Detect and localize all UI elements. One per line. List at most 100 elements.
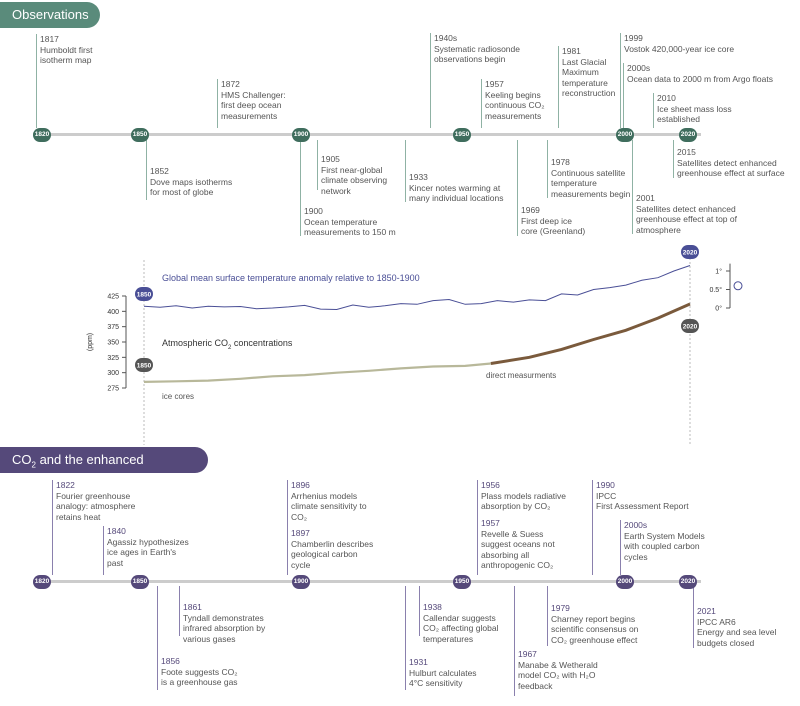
co2-above-event-connector bbox=[592, 480, 593, 575]
event-year: 1817 bbox=[40, 34, 59, 44]
event-year: 2021 bbox=[697, 606, 716, 616]
event-text: Keeling begins continuous CO₂ measuremen… bbox=[485, 89, 545, 121]
event-text: HMS Challenger: first deep ocean measure… bbox=[221, 89, 286, 121]
event-year: 2000s bbox=[627, 63, 651, 73]
obs-axis-node-1900: 1900 bbox=[292, 128, 310, 142]
event-text: Callendar suggests CO₂ affecting global … bbox=[423, 612, 499, 644]
ppm-tick-label-425: 425 bbox=[107, 294, 119, 301]
event-text: Earth System Models with coupled carbon … bbox=[624, 530, 705, 562]
co2-axis-node-2000: 2000 bbox=[616, 575, 634, 589]
co2-below-event-connector bbox=[157, 586, 158, 690]
event-text: Ocean data to 2000 m from Argo floats bbox=[627, 73, 773, 84]
event-year: 1969 bbox=[521, 205, 540, 215]
ppm-tick-label-350: 350 bbox=[107, 340, 119, 347]
temperature-series-label: Global mean surface temperature anomaly … bbox=[162, 273, 420, 283]
event-text: Ocean temperature measurements to 150 m bbox=[304, 216, 396, 238]
ppm-tick-label-275: 275 bbox=[107, 386, 119, 393]
obs-below-event-connector bbox=[317, 140, 318, 190]
event-year: 1990 bbox=[596, 480, 615, 490]
event-year: 2015 bbox=[677, 147, 696, 157]
event-year: 1896 bbox=[291, 480, 310, 490]
co2-axis-node-2020: 2020 bbox=[679, 575, 697, 589]
event-year: 1822 bbox=[56, 480, 75, 490]
event-year: 1852 bbox=[150, 166, 169, 176]
co2-below-event-connector bbox=[514, 586, 515, 696]
event-text: Manabe & Wetherald model CO₂ with H₂O fe… bbox=[518, 659, 598, 691]
co2-below-event-connector bbox=[179, 586, 180, 636]
event-text: Charney report begins scientific consens… bbox=[551, 613, 639, 645]
obs-below-event-connector bbox=[673, 140, 674, 178]
co2-axis-node-1850: 1850 bbox=[131, 575, 149, 589]
co2-above-event-connector bbox=[477, 518, 478, 575]
obs-below-event-connector bbox=[146, 140, 147, 200]
event-text: Chamberlin describes geological carbon c… bbox=[291, 538, 374, 570]
co2-section-title: CO2 and the enhanced greenhouse effect bbox=[12, 452, 144, 499]
co2-above-event-connector bbox=[620, 520, 621, 575]
event-year: 2001 bbox=[636, 193, 655, 203]
co2-axis bbox=[33, 580, 701, 583]
direct-measurements-label: direct measurments bbox=[486, 371, 557, 380]
co2-end-marker-label: 2020 bbox=[683, 324, 698, 331]
event-text: First near-global climate observing netw… bbox=[321, 164, 388, 196]
co2-axis-node-1950: 1950 bbox=[453, 575, 471, 589]
obs-below-event-connector bbox=[547, 140, 548, 198]
event-text: Humboldt first isotherm map bbox=[40, 44, 93, 66]
obs-above-event-connector bbox=[481, 79, 482, 128]
obs-below-event-connector bbox=[405, 140, 406, 202]
co2-ice-core-series bbox=[143, 362, 492, 383]
co2-start-marker-bg bbox=[135, 358, 153, 372]
event-year: 2000s bbox=[624, 520, 648, 530]
ppm-tick-label-375: 375 bbox=[107, 324, 119, 331]
event-text: Fourier greenhouse analogy: atmosphere r… bbox=[56, 490, 136, 522]
co2-axis-node-1900: 1900 bbox=[292, 575, 310, 589]
co2-end-marker-bg bbox=[681, 319, 699, 333]
obs-below-event-connector bbox=[632, 140, 633, 234]
ppm-axis-label: (ppm) bbox=[87, 333, 94, 351]
co2-below-event-connector bbox=[419, 586, 420, 636]
event-text: Dove maps isotherms for most of globe bbox=[150, 176, 233, 198]
event-year: 1872 bbox=[221, 79, 240, 89]
co2-above-event-connector bbox=[103, 526, 104, 575]
temp-start-marker-bg bbox=[135, 287, 153, 301]
event-text: Satellites detect enhanced greenhouse ef… bbox=[636, 203, 737, 235]
co2-section-header: CO2 and the enhanced greenhouse effect bbox=[0, 447, 208, 499]
co2-above-event-connector bbox=[52, 480, 53, 575]
event-text: Foote suggests CO₂ is a greenhouse gas bbox=[161, 666, 238, 688]
obs-above-event-connector bbox=[430, 33, 431, 128]
event-text: Revelle & Suess suggest oceans not absor… bbox=[481, 528, 555, 571]
event-text: IPCC AR6 Energy and sea level budgets cl… bbox=[697, 616, 777, 648]
event-text: Ice sheet mass loss established bbox=[657, 103, 732, 125]
obs-below-event-connector bbox=[517, 140, 518, 236]
obs-above-event-connector bbox=[623, 63, 624, 128]
ppm-tick-label-300: 300 bbox=[107, 370, 119, 377]
ppm-tick-label-325: 325 bbox=[107, 355, 119, 362]
event-year: 1856 bbox=[161, 656, 180, 666]
observations-title: Observations bbox=[12, 7, 89, 22]
obs-above-event-connector bbox=[558, 46, 559, 128]
co2-below-event-connector bbox=[547, 586, 548, 646]
co2-direct-series bbox=[490, 302, 691, 365]
co2-below-event-connector bbox=[693, 586, 694, 648]
event-year: 1840 bbox=[107, 526, 126, 536]
obs-axis-node-1850: 1850 bbox=[131, 128, 149, 142]
co2-above-event-connector bbox=[287, 480, 288, 575]
